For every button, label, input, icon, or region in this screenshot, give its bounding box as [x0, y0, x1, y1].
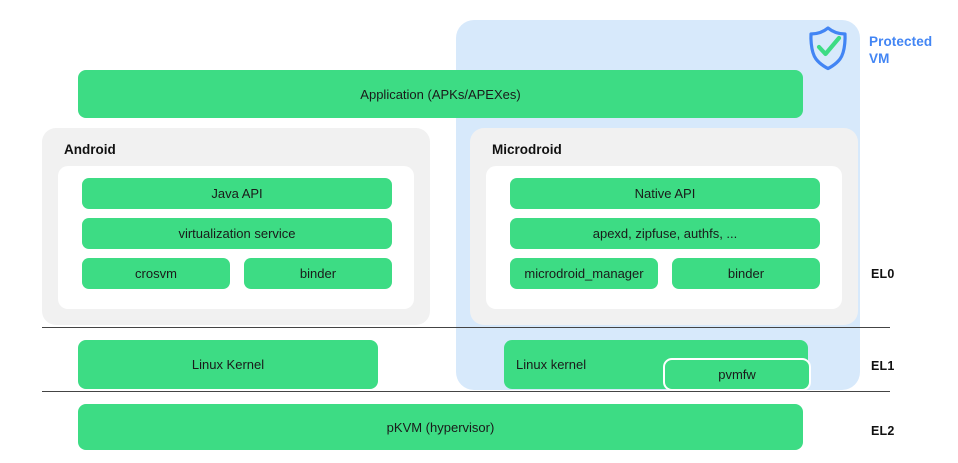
exception-level-el1-label: EL1 [871, 359, 895, 373]
android-title: Android [64, 142, 116, 157]
exception-level-el0-label: EL0 [871, 267, 895, 281]
protected-vm-label-line2: VM [869, 51, 890, 66]
microdroid-native-api-box: Native API [510, 178, 820, 209]
protected-vm-label: Protected VM [869, 33, 957, 67]
divider-el1-el2 [42, 391, 890, 392]
pkvm-hypervisor-box: pKVM (hypervisor) [78, 404, 803, 450]
shield-check-icon [806, 25, 850, 71]
exception-level-el2-label: EL2 [871, 424, 895, 438]
android-linux-kernel-box: Linux Kernel [78, 340, 378, 389]
pvmfw-box: pvmfw [663, 358, 811, 391]
android-panel: Android Java API virtualization service … [42, 128, 430, 325]
microdroid-binder-box: binder [672, 258, 820, 289]
android-crosvm-box: crosvm [82, 258, 230, 289]
microdroid-daemons-box: apexd, zipfuse, authfs, ... [510, 218, 820, 249]
microdroid-manager-box: microdroid_manager [510, 258, 658, 289]
android-virtualization-service-box: virtualization service [82, 218, 392, 249]
application-box: Application (APKs/APEXes) [78, 70, 803, 118]
android-binder-box: binder [244, 258, 392, 289]
android-java-api-box: Java API [82, 178, 392, 209]
divider-el0-el1 [42, 327, 890, 328]
microdroid-panel: Microdroid Native API apexd, zipfuse, au… [470, 128, 858, 325]
protected-vm-label-line1: Protected [869, 34, 933, 49]
microdroid-title: Microdroid [492, 142, 562, 157]
